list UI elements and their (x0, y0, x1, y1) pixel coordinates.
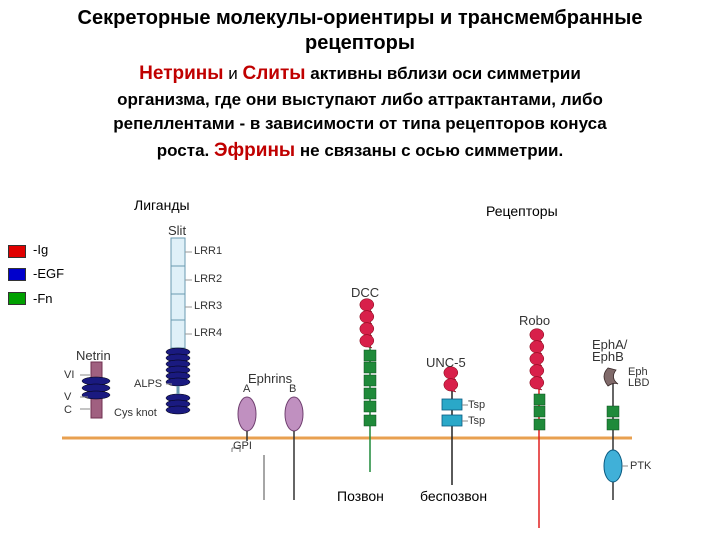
legend-label-fn: -Fn (33, 291, 53, 306)
and-word: и (228, 64, 238, 83)
eph-lbd-label-1: Eph (628, 366, 648, 378)
slit-cys-knot-label: Cys knot (114, 407, 157, 419)
unc5-receptor (441, 366, 468, 485)
slit-lrr2-label: LRR2 (194, 273, 223, 285)
legend-label-ig: -Ig (33, 242, 49, 257)
paragraph-line-3: репеллентами - в зависимости от типа рец… (113, 114, 607, 133)
robo-receptor (529, 328, 546, 528)
netrin-v-label: V (64, 391, 72, 403)
slit-lrr1-label: LRR1 (194, 245, 223, 257)
ephrin-b-label: B (289, 383, 297, 395)
netrin-protein (80, 361, 111, 419)
eph-lbd-label-2: LBD (628, 377, 650, 389)
invertebrate-label: беспозвон (420, 488, 488, 504)
paragraph-line-1: Нетрины и Слиты активны вблизи оси симме… (0, 62, 720, 86)
ligands-header: Лиганды (134, 197, 190, 213)
slits-term: Слиты (242, 63, 306, 84)
ephrins-label: Ephrins (248, 371, 293, 386)
netrin-label: Netrin (76, 348, 111, 363)
robo-label: Robo (519, 313, 551, 328)
tsp-label-1: Tsp (468, 399, 486, 411)
vertebrate-label: Позвон (337, 488, 384, 504)
paragraph-line-1-rest: активны вблизи оси симметрии (310, 64, 581, 83)
slit-egf-repeats (165, 347, 191, 415)
legend-swatch-egf (8, 268, 26, 281)
paragraph-line-4-rest: не связаны с осью симметрии. (299, 141, 564, 160)
gpi-label: GPI (233, 440, 252, 452)
dcc-label: DCC (351, 285, 380, 300)
slit-lrr3-label: LRR3 (194, 300, 223, 312)
title-line-2: рецепторы (305, 32, 415, 54)
unc5-label: UNC-5 (426, 355, 466, 370)
eph-receptor (603, 367, 628, 500)
legend-swatch-fn (8, 292, 26, 305)
eph-label-2: EphB (592, 349, 624, 364)
tsp-label-2: Tsp (468, 415, 486, 427)
page-title: Секреторные молекулы-ориентиры и трансме… (0, 6, 720, 56)
paragraph-line-2: организма, где они выступают либо аттрак… (117, 90, 603, 109)
slit-protein (165, 237, 192, 415)
ephrin-b (284, 396, 304, 500)
receptors-header: Рецепторы (486, 203, 558, 219)
paragraph-line-4: роста. Эфрины не связаны с осью симметри… (0, 139, 720, 163)
ptk-label: PTK (630, 460, 652, 472)
dcc-receptor (359, 298, 377, 472)
slit-lrr4-label: LRR4 (194, 327, 223, 339)
legend-label-egf: -EGF (33, 266, 65, 281)
paragraph-line-4-start: роста. (156, 141, 210, 160)
slit-alps-label: ALPS (134, 378, 163, 390)
netrin-vi-label: VI (64, 369, 75, 381)
title-line-1: Секреторные молекулы-ориентиры и трансме… (77, 7, 643, 29)
netrin-c-label: C (64, 404, 72, 416)
ephrins-term: Эфрины (214, 140, 296, 161)
eph-label-1: EphA/ (592, 337, 628, 352)
legend-swatch-ig (8, 245, 26, 258)
ephrin-a-label: A (243, 383, 251, 395)
netrins-term: Нетрины (139, 63, 224, 84)
slit-label: Slit (168, 223, 187, 238)
ephrin-a (237, 396, 257, 441)
